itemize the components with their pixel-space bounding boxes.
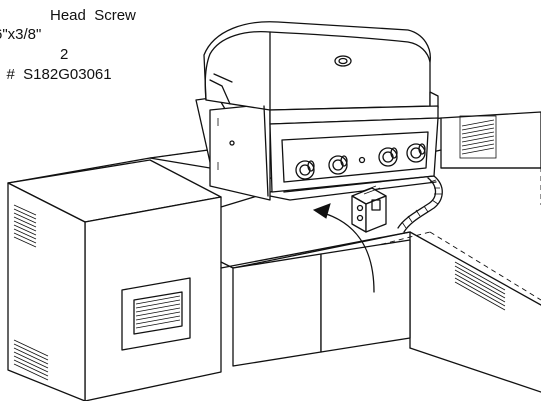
part-size-text: 6"x3/8" [0, 26, 42, 43]
part-callout: Head Screw 6"x3/8" 2 t # S182G03061 [0, 0, 136, 114]
part-number-text: t # S182G03061 [0, 66, 112, 83]
grill-head-illustration [195, 21, 439, 201]
part-quantity-text: 2 [60, 46, 69, 63]
electrical-box-illustration [351, 175, 443, 233]
island-cabinet-illustration [7, 111, 541, 401]
curved-arrow-icon [312, 203, 375, 293]
control-knobs [295, 143, 426, 180]
part-name-text: Head Screw [50, 7, 136, 24]
